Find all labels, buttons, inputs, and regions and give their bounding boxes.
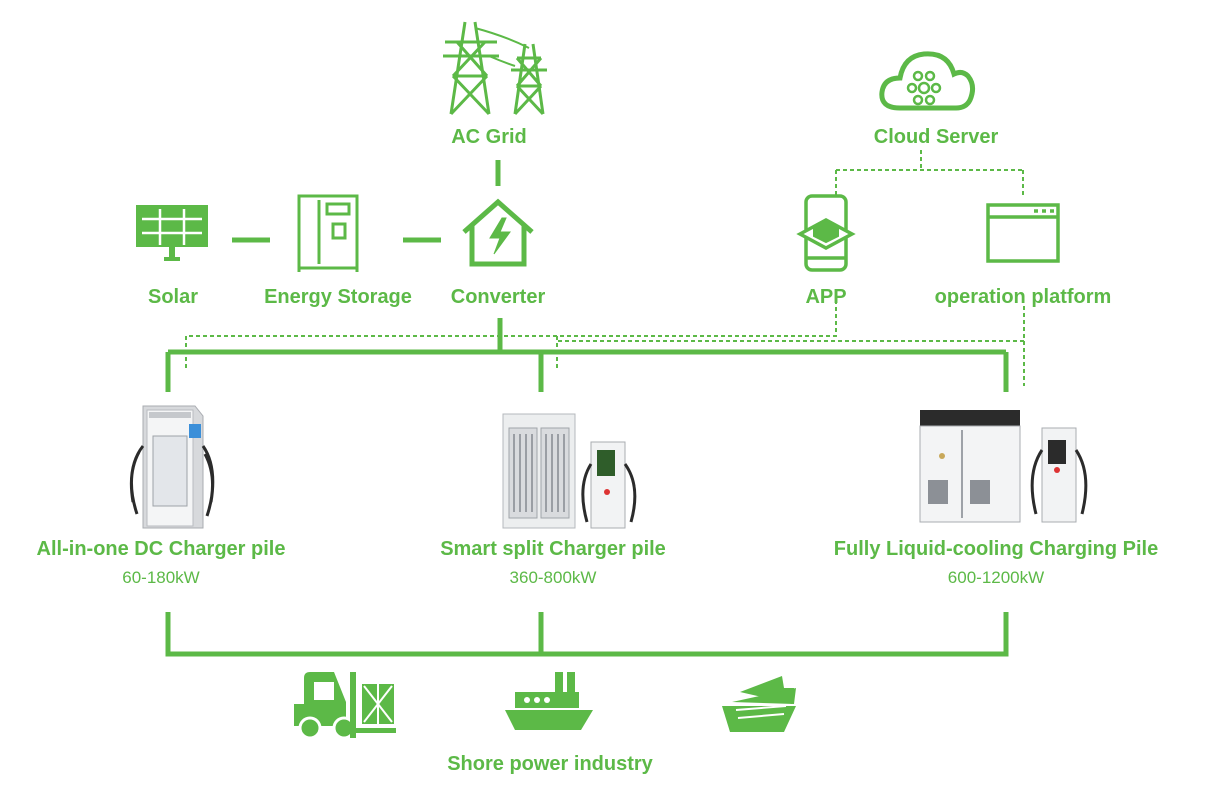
energy-storage-label: Energy Storage <box>264 286 412 308</box>
house-bolt-icon <box>462 198 534 267</box>
charger-name: All-in-one DC Charger pile <box>37 538 286 560</box>
industry-label: Shore power industry <box>447 753 653 775</box>
cloud-network-icon <box>879 51 976 111</box>
charger-power: 60-180kW <box>122 568 199 587</box>
all-in-one-charger-image <box>129 405 215 529</box>
cargo-ship-icon <box>505 672 593 730</box>
battery-cabinet-icon <box>297 194 359 272</box>
charger-name: Smart split Charger pile <box>440 538 666 560</box>
platform-dashed-link <box>557 306 1025 386</box>
charger-power: 600-1200kW <box>948 568 1044 587</box>
app-label: APP <box>805 286 846 308</box>
solar-panel-icon <box>136 205 208 261</box>
industry-bus <box>165 612 1009 657</box>
browser-window-icon <box>986 203 1060 263</box>
power-tower-icon <box>443 21 547 116</box>
smart-split-charger-image <box>502 413 637 529</box>
liquid-cooling-charger-image <box>919 410 1088 523</box>
power-bus <box>165 318 1009 392</box>
cloud-server-label: Cloud Server <box>874 126 999 148</box>
ac-grid-label: AC Grid <box>451 126 527 148</box>
charger-power: 360-800kW <box>510 568 597 587</box>
connector-lines <box>165 150 1025 657</box>
operation-platform-label: operation platform <box>935 286 1112 308</box>
charger-name: Fully Liquid-cooling Charging Pile <box>834 538 1158 560</box>
cloud-dashed-link <box>835 150 1024 196</box>
cruise-ship-icon <box>722 676 796 732</box>
solar-label: Solar <box>148 286 198 308</box>
converter-label: Converter <box>451 286 546 308</box>
forklift-icon <box>294 672 396 740</box>
phone-box-icon <box>796 194 856 272</box>
app-dashed-link <box>185 300 837 368</box>
